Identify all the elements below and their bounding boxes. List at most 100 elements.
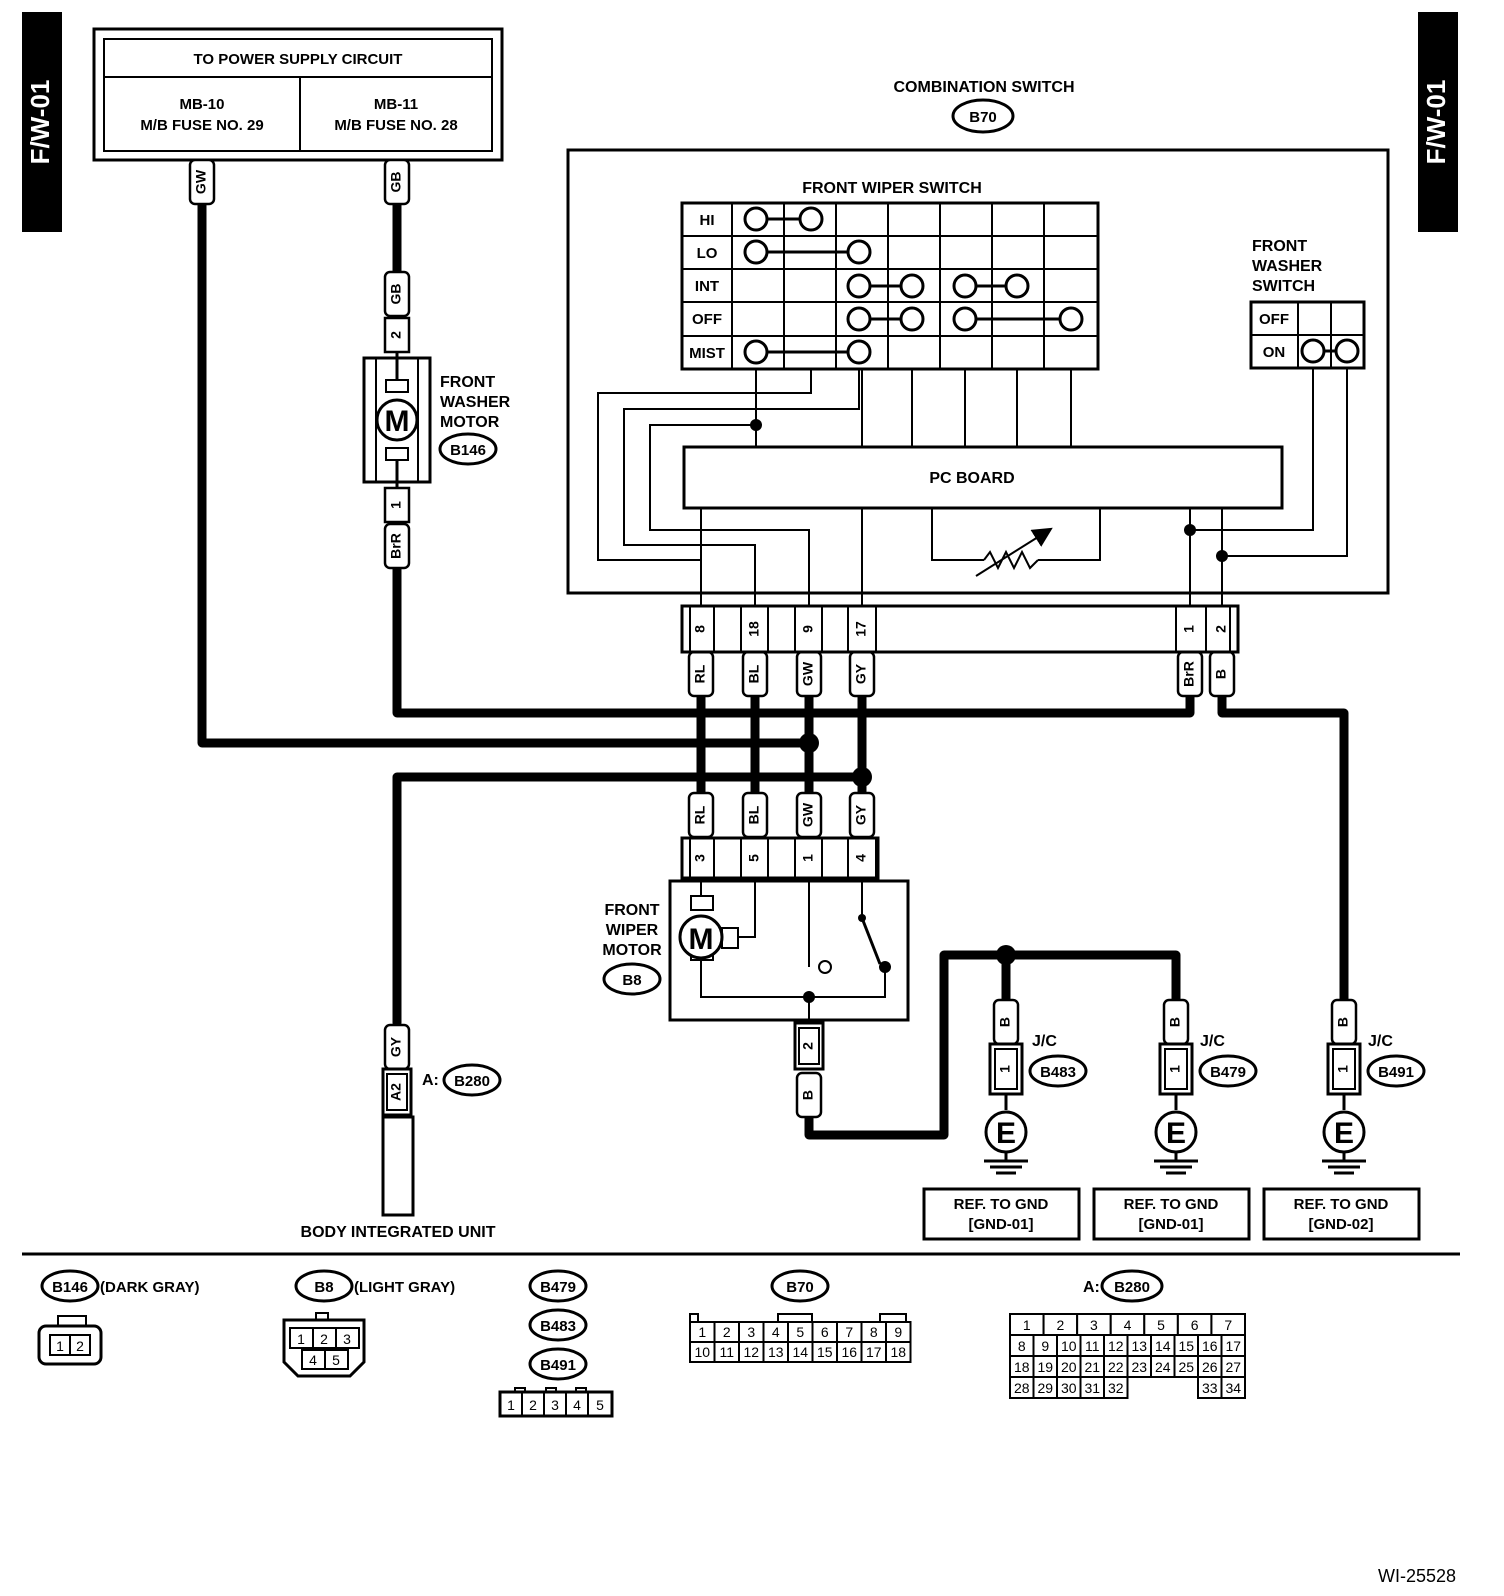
svg-text:B8: B8 — [622, 972, 641, 989]
connector-pin-label: 18 — [1014, 1359, 1030, 1375]
svg-text:ON: ON — [1263, 344, 1286, 361]
svg-text:[GND-01]: [GND-01] — [1138, 1216, 1203, 1233]
svg-text:5: 5 — [596, 1397, 604, 1413]
wire-tab-b-b70: B — [1208, 650, 1236, 698]
svg-text:9: 9 — [800, 625, 816, 633]
connector-pin-label: 12 — [743, 1344, 759, 1360]
svg-text:J/C: J/C — [1368, 1033, 1393, 1050]
connector-pin-cell — [1103, 1376, 1129, 1399]
svg-text:2: 2 — [529, 1397, 537, 1413]
svg-text:MOTOR: MOTOR — [602, 942, 662, 959]
svg-text:[GND-01]: [GND-01] — [968, 1216, 1033, 1233]
diagram-id: WI-25528 — [1378, 1566, 1456, 1586]
svg-text:5: 5 — [332, 1352, 340, 1368]
svg-text:INT: INT — [695, 278, 719, 295]
wire-tabs: GW GB GB BrR RL BL GW GY BrR B RL BL GW … — [188, 158, 1236, 1119]
svg-text:(LIGHT GRAY): (LIGHT GRAY) — [354, 1279, 455, 1296]
connector-pin-label: 12 — [1108, 1338, 1124, 1354]
svg-text:OFF: OFF — [1259, 311, 1289, 328]
wire-tab-b-wiper-ground: B — [795, 1071, 823, 1119]
connector-pin-label: 3 — [747, 1324, 755, 1340]
svg-text:1: 1 — [1167, 1065, 1183, 1073]
svg-text:GY: GY — [853, 663, 869, 684]
connector-pin-label: 5 — [1157, 1317, 1165, 1333]
svg-text:B: B — [997, 1017, 1013, 1027]
svg-text:B146: B146 — [52, 1279, 88, 1296]
svg-text:FRONT WIPER SWITCH: FRONT WIPER SWITCH — [802, 180, 982, 197]
power-supply-title: TO POWER SUPPLY CIRCUIT — [194, 51, 403, 68]
svg-text:GB: GB — [388, 172, 404, 193]
connector-pin-label: 25 — [1178, 1359, 1194, 1375]
wire-tab-gw-b8: GW — [795, 791, 823, 839]
svg-text:1: 1 — [1335, 1065, 1351, 1073]
svg-text:3: 3 — [551, 1397, 559, 1413]
svg-text:B: B — [800, 1090, 816, 1100]
connector-pin-label: 1 — [698, 1324, 706, 1340]
legend-b146: B146 (DARK GRAY) 1 2 — [37, 1269, 199, 1366]
svg-text:BL: BL — [746, 664, 762, 683]
svg-text:18: 18 — [746, 621, 762, 637]
connector-pin-label: 2 — [1056, 1317, 1064, 1333]
svg-text:2: 2 — [76, 1338, 84, 1354]
connector-pin-label: 9 — [894, 1324, 902, 1340]
svg-text:GW: GW — [193, 169, 209, 194]
svg-text:B70: B70 — [969, 109, 997, 126]
connector-pin-label: 2 — [723, 1324, 731, 1340]
svg-text:4: 4 — [853, 854, 869, 862]
connector-pin-label: 26 — [1202, 1359, 1218, 1375]
jc-b479: B 1 J/C B479 E REF. TO GND [GND-01] — [1092, 998, 1258, 1241]
connector-pin-label: 22 — [1108, 1359, 1124, 1375]
svg-text:GY: GY — [853, 804, 869, 825]
svg-text:GW: GW — [800, 661, 816, 686]
svg-text:B280: B280 — [454, 1073, 490, 1090]
connector-pin-label: 16 — [841, 1344, 857, 1360]
svg-text:1: 1 — [800, 854, 816, 862]
wire-tab-bl-b8: BL — [741, 791, 769, 839]
svg-text:J/C: J/C — [1200, 1033, 1225, 1050]
svg-text:WASHER: WASHER — [440, 394, 511, 411]
wire-tab-rl-b8: RL — [687, 791, 715, 839]
svg-text:GY: GY — [388, 1036, 404, 1057]
svg-text:WIPER: WIPER — [606, 922, 659, 939]
front-washer-switch: FRONT WASHER SWITCH OFF ON — [1249, 238, 1366, 370]
svg-text:B: B — [1335, 1017, 1351, 1027]
svg-text:E: E — [996, 1117, 1016, 1150]
legend-b479-group: B479 B483 B491 1 2 3 4 5 — [498, 1269, 614, 1418]
svg-text:FRONT: FRONT — [440, 374, 495, 391]
connector-pin-label: 31 — [1084, 1380, 1100, 1396]
front-washer-motor: 2 M 1 FRONT WASHER MOTOR B146 — [362, 316, 511, 524]
connector-pin-label: 3 — [1090, 1317, 1098, 1333]
svg-text:2: 2 — [1213, 625, 1229, 633]
connector-pin-cell — [1220, 1376, 1246, 1399]
combination-switch: COMBINATION SWITCH B70 FRONT WIPER SWITC… — [566, 79, 1390, 606]
wire-tab-gb-top: GB — [383, 158, 411, 206]
svg-text:B491: B491 — [1378, 1064, 1414, 1081]
connector-pin-label: 14 — [792, 1344, 808, 1360]
connector-pin-label: 5 — [796, 1324, 804, 1340]
svg-text:8: 8 — [692, 625, 708, 633]
connector-key — [777, 1313, 813, 1323]
svg-text:B70: B70 — [786, 1279, 814, 1296]
svg-text:5: 5 — [746, 854, 762, 862]
connector-pin-label: 34 — [1225, 1380, 1241, 1396]
svg-text:M: M — [689, 923, 714, 956]
svg-text:RL: RL — [692, 664, 708, 683]
connector-pin-label: 17 — [1225, 1338, 1241, 1354]
wire-tab-gb-motor: GB — [383, 270, 411, 318]
svg-text:(DARK GRAY): (DARK GRAY) — [100, 1279, 199, 1296]
splice-dots — [799, 733, 1016, 965]
connector-pin-label: 28 — [1014, 1380, 1030, 1396]
connector-pin-label: 9 — [1041, 1338, 1049, 1354]
svg-text:MIST: MIST — [689, 345, 725, 362]
connector-pin-label: 6 — [821, 1324, 829, 1340]
svg-text:BODY INTEGRATED UNIT: BODY INTEGRATED UNIT — [301, 1224, 496, 1241]
connector-key — [689, 1313, 699, 1323]
connector-pin-label: 24 — [1155, 1359, 1171, 1375]
svg-text:OFF: OFF — [692, 311, 722, 328]
svg-text:1: 1 — [388, 501, 404, 509]
harness-wires — [197, 195, 1349, 1140]
wire-tab-bl-b70: BL — [741, 650, 769, 698]
svg-text:B: B — [1167, 1017, 1183, 1027]
svg-text:E: E — [1334, 1117, 1354, 1150]
